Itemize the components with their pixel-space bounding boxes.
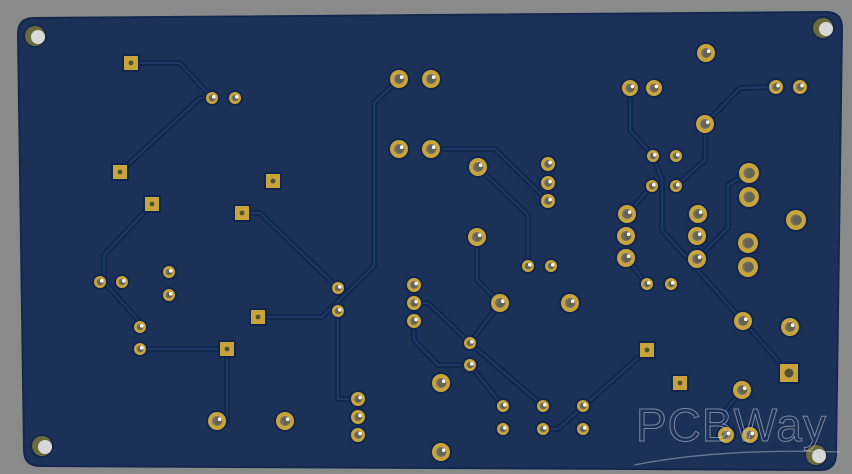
round-pads xyxy=(92,42,809,463)
square-pads xyxy=(111,54,800,392)
mounting-holes xyxy=(23,16,835,467)
